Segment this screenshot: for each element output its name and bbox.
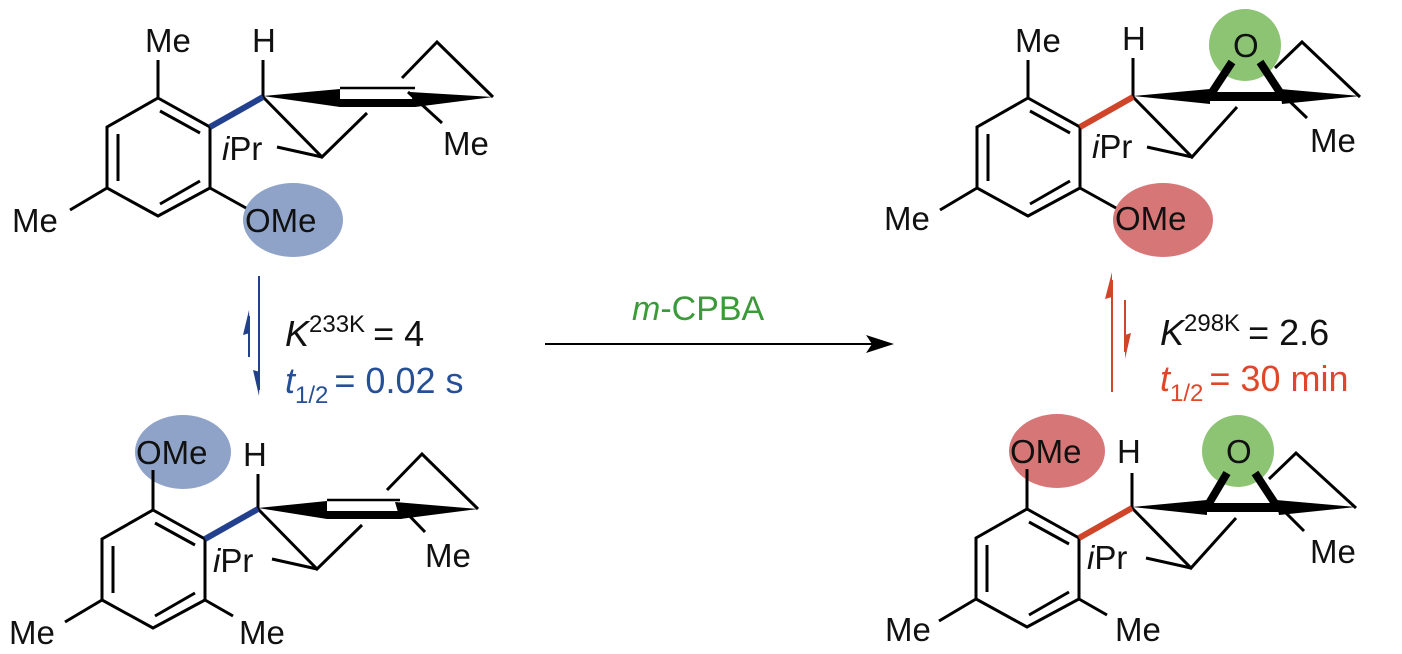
molecule-alkene-conformer-a: Me Me OMe H iPr Me xyxy=(12,22,495,257)
axis-bond xyxy=(1077,505,1134,541)
oxygen-label: O xyxy=(1233,27,1259,64)
methoxy-label: OMe xyxy=(136,434,208,471)
methyl-label: Me xyxy=(1015,22,1061,59)
isopropyl-label: iPr xyxy=(1092,128,1132,165)
methyl-label: Me xyxy=(425,537,471,574)
hydrogen-label: H xyxy=(1117,433,1141,470)
methoxy-label: OMe xyxy=(1115,200,1187,237)
methoxy-label: OMe xyxy=(245,202,317,239)
ome-highlight xyxy=(1113,183,1213,257)
epoxide-bond xyxy=(1251,470,1280,508)
methyl-label: Me xyxy=(1310,122,1356,159)
methyl-label: Me xyxy=(884,200,930,237)
molecule-alkene-conformer-b: OMe Me Me H iPr Me xyxy=(9,415,480,651)
methyl-label: Me xyxy=(885,611,931,648)
left-equilibrium-constant: K233K= 4 xyxy=(285,311,424,354)
epoxide-bond xyxy=(1208,92,1286,101)
ome-highlight xyxy=(243,183,343,257)
ome-highlight xyxy=(1009,414,1105,488)
alkene-bond xyxy=(340,99,415,107)
wedge-bond xyxy=(258,501,327,519)
reagent-label: m-CPBA xyxy=(632,290,765,328)
methyl-label: Me xyxy=(145,22,191,59)
wedge-bond xyxy=(1132,500,1207,515)
methyl-label: Me xyxy=(239,614,285,651)
methyl-label: Me xyxy=(443,125,489,162)
left-half-life: t1/2= 0.02 s xyxy=(285,360,463,409)
oxygen-highlight xyxy=(1202,415,1274,487)
epoxide-bond xyxy=(1256,59,1285,97)
aryl-ring xyxy=(64,451,480,630)
right-equilibrium-arrows xyxy=(1105,272,1131,392)
epoxide-bond xyxy=(1205,503,1283,512)
molecule-epoxide-conformer-a: O Me Me OMe H iPr Me xyxy=(884,9,1362,257)
isopropyl-label: iPr xyxy=(213,542,253,579)
epoxide-bond xyxy=(1207,59,1236,97)
wedge-bond xyxy=(263,89,340,107)
axis-bond xyxy=(208,94,265,130)
right-equilibrium-constant: K298K= 2.6 xyxy=(1160,310,1329,353)
hydrogen-label: H xyxy=(243,436,267,473)
methyl-label: Me xyxy=(12,202,58,239)
aryl-ring xyxy=(938,450,1358,629)
axis-bond xyxy=(1078,94,1135,130)
wedge-bond xyxy=(1280,89,1360,104)
hydrogen-label: H xyxy=(252,22,276,59)
methyl-label: Me xyxy=(9,614,55,651)
right-half-life: t1/2= 30 min xyxy=(1160,358,1348,407)
molecule-epoxide-conformer-b: O OMe Me Me H iPr Me xyxy=(885,414,1358,648)
hydrogen-label: H xyxy=(1122,20,1146,57)
wedge-bond xyxy=(1276,500,1356,515)
methyl-label: Me xyxy=(1310,533,1356,570)
axis-bond xyxy=(203,506,260,542)
wedge-bond xyxy=(1133,89,1210,104)
reaction-arrow xyxy=(545,335,894,353)
isopropyl-label: iPr xyxy=(222,130,262,167)
wedge-bond xyxy=(410,92,493,107)
oxygen-label: O xyxy=(1226,433,1252,470)
methoxy-label: OMe xyxy=(1010,433,1082,470)
methyl-label: Me xyxy=(1115,611,1161,648)
epoxide-bond xyxy=(1204,470,1231,508)
left-equilibrium-arrows xyxy=(243,276,260,396)
aryl-ring xyxy=(939,39,1362,218)
wedge-bond xyxy=(395,502,478,519)
ome-highlight xyxy=(135,415,231,489)
alkene-bond xyxy=(327,511,402,519)
isopropyl-label: iPr xyxy=(1087,539,1127,576)
